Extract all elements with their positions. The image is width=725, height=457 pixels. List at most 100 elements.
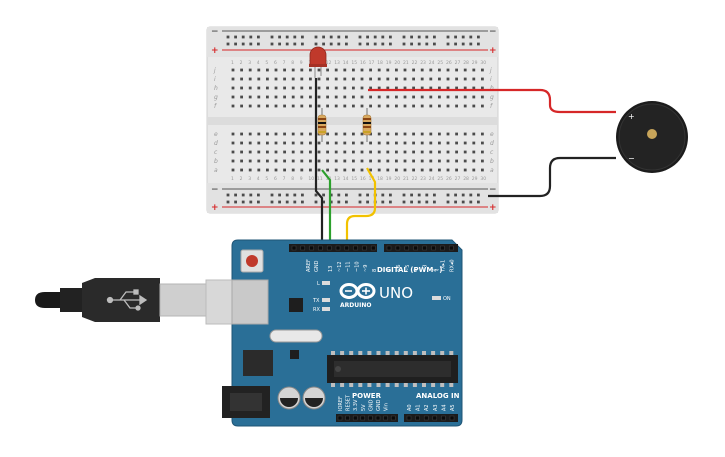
breadboard-hole[interactable] xyxy=(248,132,252,136)
rail-hole[interactable] xyxy=(278,200,281,204)
breadboard-hole[interactable] xyxy=(377,77,381,81)
breadboard-hole[interactable] xyxy=(352,104,355,108)
analog-header[interactable] xyxy=(404,414,458,422)
rail-hole[interactable] xyxy=(241,35,245,39)
breadboard-hole[interactable] xyxy=(395,86,398,90)
breadboard-hole[interactable] xyxy=(438,168,441,172)
breadboard-hole[interactable] xyxy=(386,150,390,154)
breadboard-hole[interactable] xyxy=(386,141,390,145)
header-pin[interactable] xyxy=(344,245,350,251)
rail-hole[interactable] xyxy=(358,200,362,204)
breadboard-hole[interactable] xyxy=(412,86,415,90)
breadboard-hole[interactable] xyxy=(395,141,398,145)
breadboard-hole[interactable] xyxy=(481,77,484,81)
breadboard-hole[interactable] xyxy=(240,104,243,108)
rail-hole[interactable] xyxy=(366,35,369,39)
breadboard-hole[interactable] xyxy=(266,86,269,90)
breadboard-hole[interactable] xyxy=(291,77,295,81)
breadboard-hole[interactable] xyxy=(481,141,484,145)
breadboard-hole[interactable] xyxy=(360,141,364,145)
breadboard-hole[interactable] xyxy=(240,132,243,136)
breadboard-hole[interactable] xyxy=(472,168,476,172)
breadboard-hole[interactable] xyxy=(377,159,381,163)
rail-hole[interactable] xyxy=(337,35,341,39)
breadboard-hole[interactable] xyxy=(309,150,312,154)
breadboard-hole[interactable] xyxy=(283,68,286,72)
breadboard-hole[interactable] xyxy=(395,159,398,163)
rail-hole[interactable] xyxy=(345,35,348,39)
breadboard-hole[interactable] xyxy=(386,86,390,90)
breadboard-hole[interactable] xyxy=(266,159,269,163)
breadboard-hole[interactable] xyxy=(377,168,381,172)
breadboard-hole[interactable] xyxy=(446,141,450,145)
breadboard-hole[interactable] xyxy=(343,159,347,163)
breadboard-hole[interactable] xyxy=(429,86,433,90)
rail-hole[interactable] xyxy=(249,200,253,204)
header-pin[interactable] xyxy=(449,245,454,251)
breadboard-hole[interactable] xyxy=(412,150,415,154)
breadboard-hole[interactable] xyxy=(231,86,235,90)
header-pin[interactable] xyxy=(353,245,358,251)
breadboard-hole[interactable] xyxy=(429,141,433,145)
rail-hole[interactable] xyxy=(389,42,392,46)
rail-hole[interactable] xyxy=(257,193,260,197)
rail-hole[interactable] xyxy=(301,193,304,197)
breadboard-hole[interactable] xyxy=(326,104,329,108)
header-pin[interactable] xyxy=(370,245,376,251)
rail-hole[interactable] xyxy=(381,193,385,197)
breadboard-hole[interactable] xyxy=(309,159,312,163)
breadboard-hole[interactable] xyxy=(455,159,458,163)
breadboard-hole[interactable] xyxy=(446,104,450,108)
breadboard-hole[interactable] xyxy=(481,104,484,108)
breadboard-hole[interactable] xyxy=(309,141,312,145)
breadboard-hole[interactable] xyxy=(377,150,381,154)
breadboard-hole[interactable] xyxy=(317,86,321,90)
breadboard-hole[interactable] xyxy=(317,141,321,145)
breadboard-hole[interactable] xyxy=(412,132,415,136)
breadboard-hole[interactable] xyxy=(309,104,312,108)
wire-red-buzzer[interactable] xyxy=(368,88,616,114)
breadboard-hole[interactable] xyxy=(395,150,398,154)
breadboard-hole[interactable] xyxy=(360,68,364,72)
breadboard-hole[interactable] xyxy=(309,86,312,90)
breadboard-hole[interactable] xyxy=(334,95,338,99)
rail-hole[interactable] xyxy=(241,200,245,204)
rail-hole[interactable] xyxy=(345,200,348,204)
rail-hole[interactable] xyxy=(270,35,274,39)
header-pin[interactable] xyxy=(406,415,412,421)
rail-hole[interactable] xyxy=(285,42,289,46)
rail-hole[interactable] xyxy=(322,42,325,46)
rail-hole[interactable] xyxy=(454,200,457,204)
breadboard-hole[interactable] xyxy=(446,168,450,172)
breadboard-hole[interactable] xyxy=(395,132,398,136)
header-pin[interactable] xyxy=(326,245,332,251)
breadboard-hole[interactable] xyxy=(231,141,235,145)
rail-hole[interactable] xyxy=(293,35,297,39)
rail-hole[interactable] xyxy=(358,193,362,197)
breadboard-hole[interactable] xyxy=(240,150,243,154)
breadboard-hole[interactable] xyxy=(429,168,433,172)
rail-hole[interactable] xyxy=(329,193,333,197)
breadboard-hole[interactable] xyxy=(274,104,278,108)
breadboard-hole[interactable] xyxy=(317,159,321,163)
header-pin[interactable] xyxy=(352,415,358,421)
breadboard-hole[interactable] xyxy=(455,104,458,108)
header-pin[interactable] xyxy=(449,415,455,421)
breadboard-hole[interactable] xyxy=(420,68,424,72)
breadboard-hole[interactable] xyxy=(438,68,441,72)
rail-hole[interactable] xyxy=(270,42,274,46)
wire-green-pin13[interactable] xyxy=(321,169,332,247)
power-header[interactable] xyxy=(336,414,398,422)
breadboard-hole[interactable] xyxy=(317,77,321,81)
breadboard-hole[interactable] xyxy=(231,95,235,99)
breadboard-hole[interactable] xyxy=(446,159,450,163)
breadboard-hole[interactable] xyxy=(412,104,415,108)
breadboard-hole[interactable] xyxy=(352,68,355,72)
breadboard-hole[interactable] xyxy=(343,141,347,145)
breadboard-hole[interactable] xyxy=(283,168,286,172)
rail-hole[interactable] xyxy=(314,35,318,39)
breadboard-hole[interactable] xyxy=(395,95,398,99)
breadboard-hole[interactable] xyxy=(455,132,458,136)
rail-hole[interactable] xyxy=(234,193,237,197)
